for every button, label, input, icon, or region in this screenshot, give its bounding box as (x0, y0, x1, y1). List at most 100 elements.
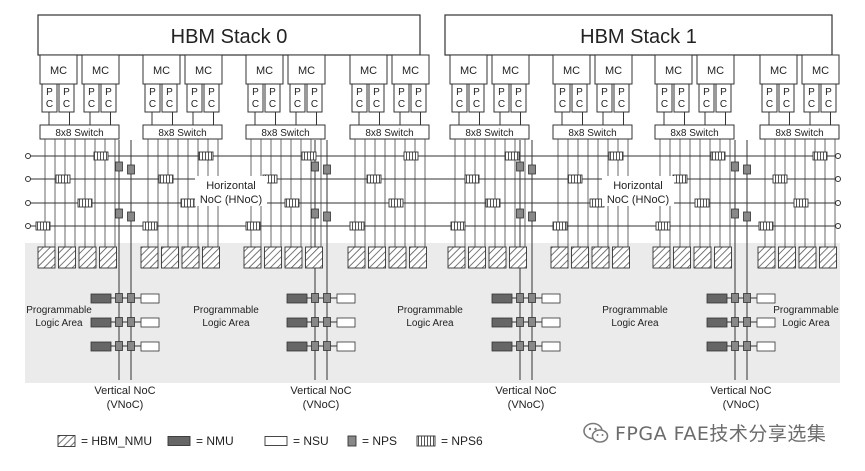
mc-block (759, 54, 798, 85)
hbm-nmu-block (305, 246, 323, 269)
pc-label-bottom: C (208, 99, 215, 110)
pc-block (161, 83, 178, 113)
pc-block (83, 83, 100, 113)
pc-label-bottom: C (720, 99, 727, 110)
nps6-block (608, 151, 624, 161)
hbm-nmu-block (264, 246, 282, 269)
nsu-block (756, 341, 776, 352)
hbm-nmu-block (468, 246, 486, 269)
mc-block (654, 54, 693, 85)
pc-label-bottom: C (808, 99, 815, 110)
mc-label: MC (707, 65, 724, 77)
mc-label: MC (360, 65, 377, 77)
nps-block (743, 317, 751, 327)
nps-block (528, 211, 536, 222)
switch-block (654, 124, 735, 140)
mc-label: MC (770, 65, 787, 77)
nps-block (731, 317, 739, 327)
nps-block (311, 317, 319, 327)
legend-swatch-nsu (264, 436, 288, 446)
hbm-nmu-block (447, 246, 466, 269)
pc-label-bottom: C (46, 99, 53, 110)
pc-label-top: P (294, 87, 301, 98)
nps-block (115, 317, 123, 327)
hbm-nmu-block (488, 246, 507, 269)
pc-label-top: P (311, 87, 318, 98)
pc-label-top: P (252, 87, 259, 98)
mc-block (449, 54, 488, 85)
nsu-block (336, 317, 356, 328)
nps-block (115, 208, 123, 219)
mc-block (594, 54, 633, 85)
mc-block (184, 54, 223, 85)
nsu-block (140, 293, 160, 304)
pc-label-bottom: C (149, 99, 156, 110)
vnoc-label-line2: (VNoC) (303, 399, 340, 411)
hbm-nmu-block (550, 246, 569, 269)
nps-block (731, 293, 739, 303)
nps-block (731, 161, 739, 172)
pc-label-bottom: C (456, 99, 463, 110)
mc-label: MC (460, 65, 477, 77)
hbm-stack-1-title: HBM Stack 1 (580, 26, 697, 48)
pc-label-top: P (269, 87, 276, 98)
pc-block (673, 83, 690, 113)
nsu-block (756, 293, 776, 304)
nmu-block (706, 317, 728, 328)
switch-block (349, 124, 430, 140)
pc-label-top: P (825, 87, 832, 98)
nps6-block (710, 151, 726, 161)
mc-label: MC (195, 65, 212, 77)
nps-block (311, 208, 319, 219)
mc-label: MC (153, 65, 170, 77)
switch-label: 8x8 Switch (55, 128, 103, 139)
switch-block (759, 124, 840, 140)
nps-block (323, 317, 331, 327)
nps-block (115, 341, 123, 351)
pc-label-bottom: C (269, 99, 276, 110)
nmu-block (90, 293, 112, 304)
pc-label-top: P (415, 87, 422, 98)
nmu-block (286, 317, 308, 328)
nps-block (115, 293, 123, 303)
nsu-block (140, 317, 160, 328)
switch-block (39, 124, 120, 140)
vnoc-label-line1: Vertical NoC (495, 385, 556, 397)
hbm-nmu-block (140, 246, 159, 269)
nps6-block (388, 198, 404, 208)
pc-label-top: P (498, 87, 505, 98)
nsu-block (140, 341, 160, 352)
switch-label: 8x8 Switch (365, 128, 413, 139)
nps-block (323, 211, 331, 222)
switch-label: 8x8 Switch (775, 128, 823, 139)
pc-block (264, 83, 281, 113)
pc-block (698, 83, 715, 113)
nps6-block (301, 151, 317, 161)
switch-label: 8x8 Switch (465, 128, 513, 139)
hnoc-line-end (835, 153, 841, 159)
hnoc-label-line1: Horizontal (206, 180, 256, 192)
pc-label-top: P (105, 87, 112, 98)
pc-label-bottom: C (498, 99, 505, 110)
pla-label-line1: Programmable (26, 305, 92, 316)
noc-blocks (35, 151, 837, 352)
legend-swatch-nps (347, 435, 357, 447)
nps-block (127, 164, 135, 175)
nmu-block (90, 317, 112, 328)
hbm-nmu-block (591, 246, 610, 269)
nps-block (323, 341, 331, 351)
hbm-nmu-block (714, 246, 732, 269)
pc-label-bottom: C (311, 99, 318, 110)
hbm-nmu-block (409, 246, 427, 269)
nps6-block (694, 198, 710, 208)
wechat-icon (583, 422, 609, 443)
mc-label: MC (563, 65, 580, 77)
nps-block (127, 341, 135, 351)
pc-block (493, 83, 510, 113)
pla-label-line2: Logic Area (782, 318, 830, 329)
pc-label-top: P (808, 87, 815, 98)
switch-label: 8x8 Switch (568, 128, 616, 139)
nps-block (516, 161, 524, 172)
